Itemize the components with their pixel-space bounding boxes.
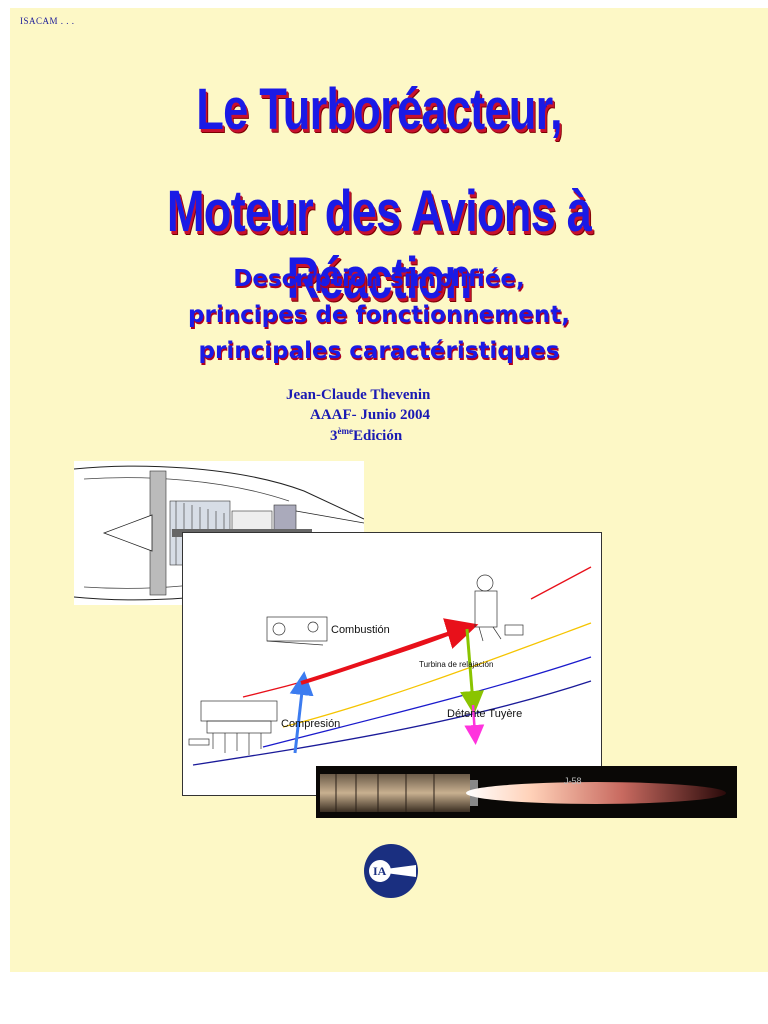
nozzle-arrow: [464, 704, 485, 745]
photo-caption: J-58: [564, 776, 582, 786]
label-combustion: Combustión: [331, 624, 390, 636]
engine-photo: J-58: [316, 766, 737, 818]
label-nozzle: Détente Tuyère: [447, 708, 522, 720]
curve-red-high: [530, 566, 592, 600]
turbine-sketch: [474, 574, 524, 642]
cycle-diagram: Combustión Turbina de relajación Détente…: [182, 532, 602, 796]
ia-logo: IA: [362, 843, 420, 899]
author-name: Jean-Claude Thevenin: [286, 387, 431, 403]
logo-text: IA: [373, 864, 387, 878]
label-compression: Compresión: [281, 718, 340, 730]
subtitle-line-3: principales caractéristiques: [198, 338, 560, 364]
engine-photo-drawing: J-58: [316, 766, 737, 818]
cycle-diagram-svg: Combustión Turbina de relajación Détente…: [188, 566, 592, 766]
curve-low: [192, 680, 592, 766]
corner-mark: ISACAM . . .: [20, 16, 75, 26]
author-org-date: AAAF- Junio 2004: [310, 407, 431, 423]
curve-yellow: [282, 622, 592, 728]
curve-mid: [262, 656, 592, 748]
edition-number: 3: [330, 428, 338, 444]
combustion-arrow: [300, 618, 479, 685]
compression-arrow: [289, 671, 314, 754]
turbine-arrow: [460, 628, 484, 715]
edition-word: Edición: [353, 428, 403, 444]
ia-logo-drawing: IA: [364, 844, 418, 898]
label-turbine: Turbina de relajación: [419, 660, 493, 669]
main-title-line-2: Moteur des Avions à Réaction: [166, 179, 592, 311]
subtitle-line-1: Description simplifiée,: [233, 266, 525, 292]
main-title-line-1: Le Turboréacteur,: [196, 77, 562, 142]
compressor-sketch: [188, 700, 278, 755]
combustor-sketch: [266, 616, 328, 646]
edition: 3èmeEdición: [330, 426, 402, 445]
subtitle-line-2: principes de fonctionnement,: [188, 302, 570, 328]
edition-superscript: ème: [337, 426, 354, 436]
